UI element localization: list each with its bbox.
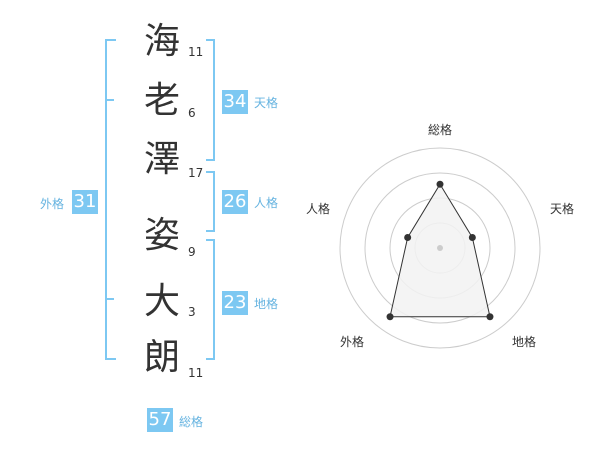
name-char-6: 朗 bbox=[143, 337, 180, 378]
stroke-count-2: 6 bbox=[188, 106, 196, 120]
soukaku-value-badge: 57 bbox=[147, 408, 173, 432]
radar-point-soukaku bbox=[436, 180, 444, 188]
stroke-count-6: 11 bbox=[188, 366, 204, 380]
stroke-count-4: 9 bbox=[188, 245, 196, 259]
stroke-count-3: 17 bbox=[188, 166, 204, 180]
tenkaku-label: 天格 bbox=[254, 96, 279, 110]
chikaku-value-badge: 23 bbox=[222, 291, 248, 315]
tenkaku-bracket bbox=[206, 39, 215, 161]
chikaku-label: 地格 bbox=[254, 297, 279, 311]
radar-point-gaikaku bbox=[386, 313, 394, 321]
jinkaku-bracket bbox=[206, 171, 215, 232]
radar-center-dot bbox=[437, 245, 443, 251]
radar-point-tenkaku bbox=[468, 233, 476, 241]
name-char-3: 澤 bbox=[143, 139, 180, 180]
name-char-1: 海 bbox=[143, 21, 180, 62]
radar-label-soukaku: 総格 bbox=[427, 123, 452, 137]
radar-label-tenkaku: 天格 bbox=[549, 202, 574, 216]
stroke-count-1: 11 bbox=[188, 45, 204, 59]
jinkaku-label: 人格 bbox=[254, 196, 279, 210]
stroke-count-5: 3 bbox=[188, 305, 196, 319]
tenkaku-value-badge: 34 bbox=[222, 90, 248, 114]
radar-ring-4 bbox=[339, 147, 541, 349]
chikaku-bracket bbox=[206, 239, 215, 360]
radar-label-jinkaku: 人格 bbox=[305, 202, 330, 216]
radar-point-jinkaku bbox=[404, 233, 412, 241]
name-char-2: 老 bbox=[143, 80, 180, 121]
soukaku-label: 総格 bbox=[179, 415, 204, 429]
name-char-4: 姿 bbox=[143, 215, 180, 256]
radar-label-chikaku: 地格 bbox=[511, 335, 536, 349]
gaikaku-bracket bbox=[105, 39, 116, 360]
gaikaku-label: 外格 bbox=[40, 197, 65, 211]
radar-label-gaikaku: 外格 bbox=[339, 335, 364, 349]
radar-ring-3 bbox=[364, 172, 516, 324]
jinkaku-value-badge: 26 bbox=[222, 190, 248, 214]
gaikaku-value-badge: 31 bbox=[72, 190, 98, 214]
radar-point-chikaku bbox=[486, 313, 494, 321]
name-char-5: 大 bbox=[143, 281, 180, 322]
